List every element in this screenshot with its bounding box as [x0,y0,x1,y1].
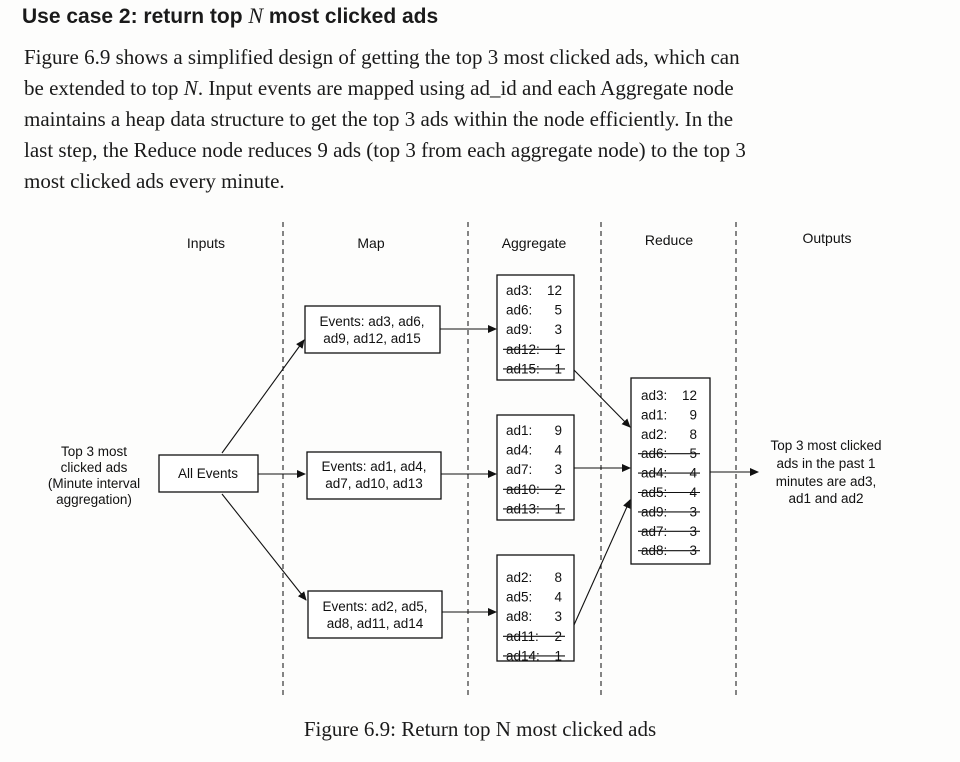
ad-id: ad8: [506,609,532,624]
ad-id: ad1: [506,423,532,438]
click-count: 3 [554,322,562,337]
ad-id: ad1: [641,407,667,422]
output-label: Top 3 most clicked ads in the past 1 min… [770,438,881,506]
click-count: 3 [554,609,562,624]
column-header-inputs: Inputs [187,235,225,251]
click-count: 4 [554,443,562,458]
aggregate-box [496,414,575,521]
body-paragraph: Figure 6.9 shows a simplified design of … [24,42,902,197]
output-label-line: minutes are ad3, [776,474,877,489]
input-label-line: clicked ads [61,460,128,475]
map-box-line: Events: ad3, ad6, [319,314,424,329]
aggregate-entries: ad3:12ad6:5ad9:3ad12:1ad15:1ad1:9ad4:4ad… [503,283,565,663]
arrow-all-events-to-map-3 [221,493,307,601]
paragraph-line: Figure 6.9 shows a simplified design of … [24,45,740,69]
ad-id: ad2: [506,570,532,585]
map-box-line: Events: ad1, ad4, [321,459,426,474]
click-count: 3 [554,462,562,477]
map-box: Events: ad2, ad5, ad8, ad11, ad14 [307,590,443,639]
heading-prefix: Use case 2: return top [22,5,249,28]
output-label-line: ads in the past 1 [776,456,875,471]
ad-id: ad3: [506,283,532,298]
click-count: 5 [554,303,562,318]
reduce-box [630,377,711,565]
paragraph-variable: N [183,76,198,100]
ad-id: ad5: [506,590,532,605]
output-label-line: ad1 and ad2 [788,491,863,506]
arrow-all-events-to-map-1 [221,339,305,454]
input-label: Top 3 most clicked ads (Minute interval … [48,444,140,507]
ad-id: ad6: [506,303,532,318]
aggregate-box [496,554,575,662]
section-heading: Use case 2: return top N most clicked ad… [22,2,438,31]
column-header-outputs: Outputs [802,230,851,246]
map-box: Events: ad1, ad4, ad7, ad10, ad13 [306,451,442,500]
input-label-line: Top 3 most [61,444,127,459]
heading-variable: N [248,3,264,28]
paragraph-line: last step, the Reduce node reduces 9 ads… [24,138,746,162]
paragraph-line: maintains a heap data structure to get t… [24,107,734,131]
click-count: 9 [689,407,697,422]
ad-id: ad9: [506,322,532,337]
heading-suffix: most clicked ads [263,5,439,28]
aggregate-box [496,274,575,381]
click-count: 12 [682,388,697,403]
arrow-aggregate-to-reduce-1 [573,369,631,428]
map-box: Events: ad3, ad6, ad9, ad12, ad15 [304,305,441,354]
paragraph-text: be extended to top [24,76,184,100]
ad-id: ad2: [641,427,667,442]
all-events-label: All Events [178,466,238,481]
input-label-line: aggregation) [56,492,132,507]
click-count: 8 [689,427,697,442]
all-events-box: All Events [158,454,259,493]
paragraph-line: be extended to top N. Input events are m… [24,73,902,104]
map-box-line: ad8, ad11, ad14 [327,616,424,631]
map-box-line: ad9, ad12, ad15 [323,331,421,346]
ad-id: ad3: [641,388,667,403]
arrow-aggregate-to-reduce-3 [573,499,631,626]
click-count: 4 [554,590,562,605]
map-box-line: Events: ad2, ad5, [322,599,427,614]
column-header-map: Map [357,235,384,251]
column-header-aggregate: Aggregate [502,235,567,251]
figure-caption: Figure 6.9: Return top N most clicked ad… [303,717,657,741]
paragraph-line: most clicked ads every minute. [24,169,285,193]
ad-id: ad7: [506,462,532,477]
map-box-line: ad7, ad10, ad13 [325,476,423,491]
column-header-reduce: Reduce [645,232,693,248]
input-label-line: (Minute interval [48,476,140,491]
click-count: 8 [554,570,562,585]
ad-id: ad4: [506,443,532,458]
output-label-line: Top 3 most clicked [770,438,881,453]
paragraph-text: . Input events are mapped using ad_id an… [197,76,734,100]
click-count: 9 [554,423,562,438]
reduce-entries: ad3:12ad1:9ad2:8ad6:5ad4:4ad5:4ad9:3ad7:… [638,388,700,558]
click-count: 12 [547,283,562,298]
